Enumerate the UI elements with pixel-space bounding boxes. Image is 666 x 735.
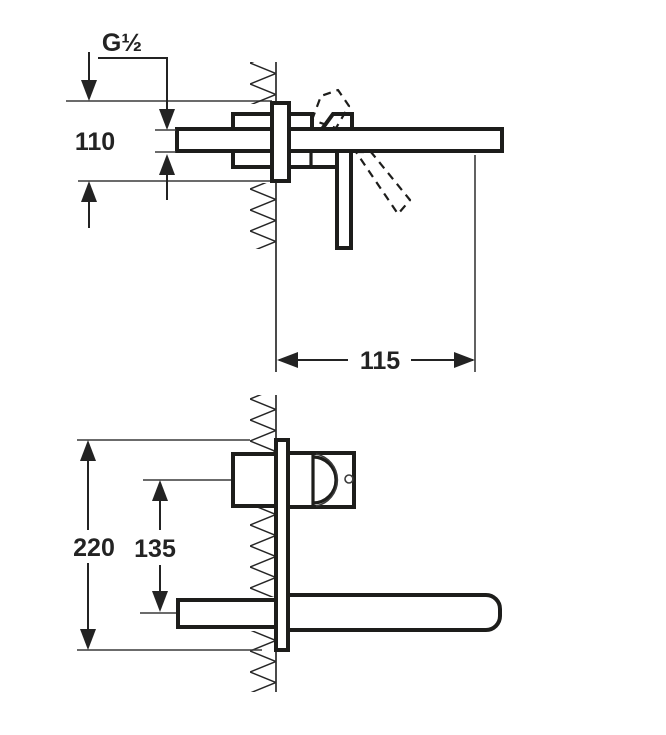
dim-115-label: 115 [360, 347, 400, 375]
cartridge-housing-upper [287, 112, 314, 131]
front-mixer-body-concealed [231, 452, 279, 508]
lever-hub [318, 112, 354, 131]
lever-alt-angled-dashed [354, 150, 412, 216]
lever-knob-arc-outer [315, 453, 339, 507]
wall-plate-front [274, 438, 290, 652]
supply-pipe-and-spout [175, 127, 504, 153]
dim-115-arrow-left [277, 352, 298, 368]
wall-plate-side [270, 101, 291, 183]
lever-knob-housing [286, 451, 356, 509]
dim-115-arrow-right [454, 352, 475, 368]
dim-110-label: 110 [75, 128, 115, 156]
front-wall-hatch-middle [250, 508, 276, 597]
mounting-body-lower [231, 149, 274, 169]
dim-g12-arrow-down [159, 109, 175, 130]
lever-handle-side [335, 149, 353, 250]
dim-220-arrow-up [80, 440, 96, 461]
wall-hatch-lower [250, 183, 276, 249]
front-wall-hatch-lower [250, 631, 276, 692]
lever-knob-arc [312, 455, 338, 505]
dim-220-arrow-down [80, 629, 96, 650]
mounting-body-upper [231, 112, 274, 131]
pipe-arrow-up [159, 154, 175, 175]
dim-135-arrow-down [152, 591, 168, 612]
front-spout-supply-concealed [176, 598, 279, 629]
dim-g12-leader [98, 57, 168, 112]
dim-110-arrow-up [81, 181, 97, 202]
cartridge-housing-lower [287, 149, 339, 169]
dim-135-arrow-up [152, 480, 168, 501]
wall-hatch-upper [250, 62, 276, 104]
dim-g12-label: G½ [102, 29, 142, 57]
top-view: G½ 110 115 [66, 29, 504, 375]
spout-front [286, 593, 502, 632]
dim-110-arrow-down [81, 80, 97, 101]
dim-135-label: 135 [134, 535, 176, 563]
lever-alt-up-dashed [310, 88, 351, 130]
dim-220-label: 220 [73, 534, 115, 562]
front-view: 220 135 [73, 395, 502, 692]
front-wall-hatch-upper [250, 395, 276, 452]
set-screw [344, 474, 354, 484]
